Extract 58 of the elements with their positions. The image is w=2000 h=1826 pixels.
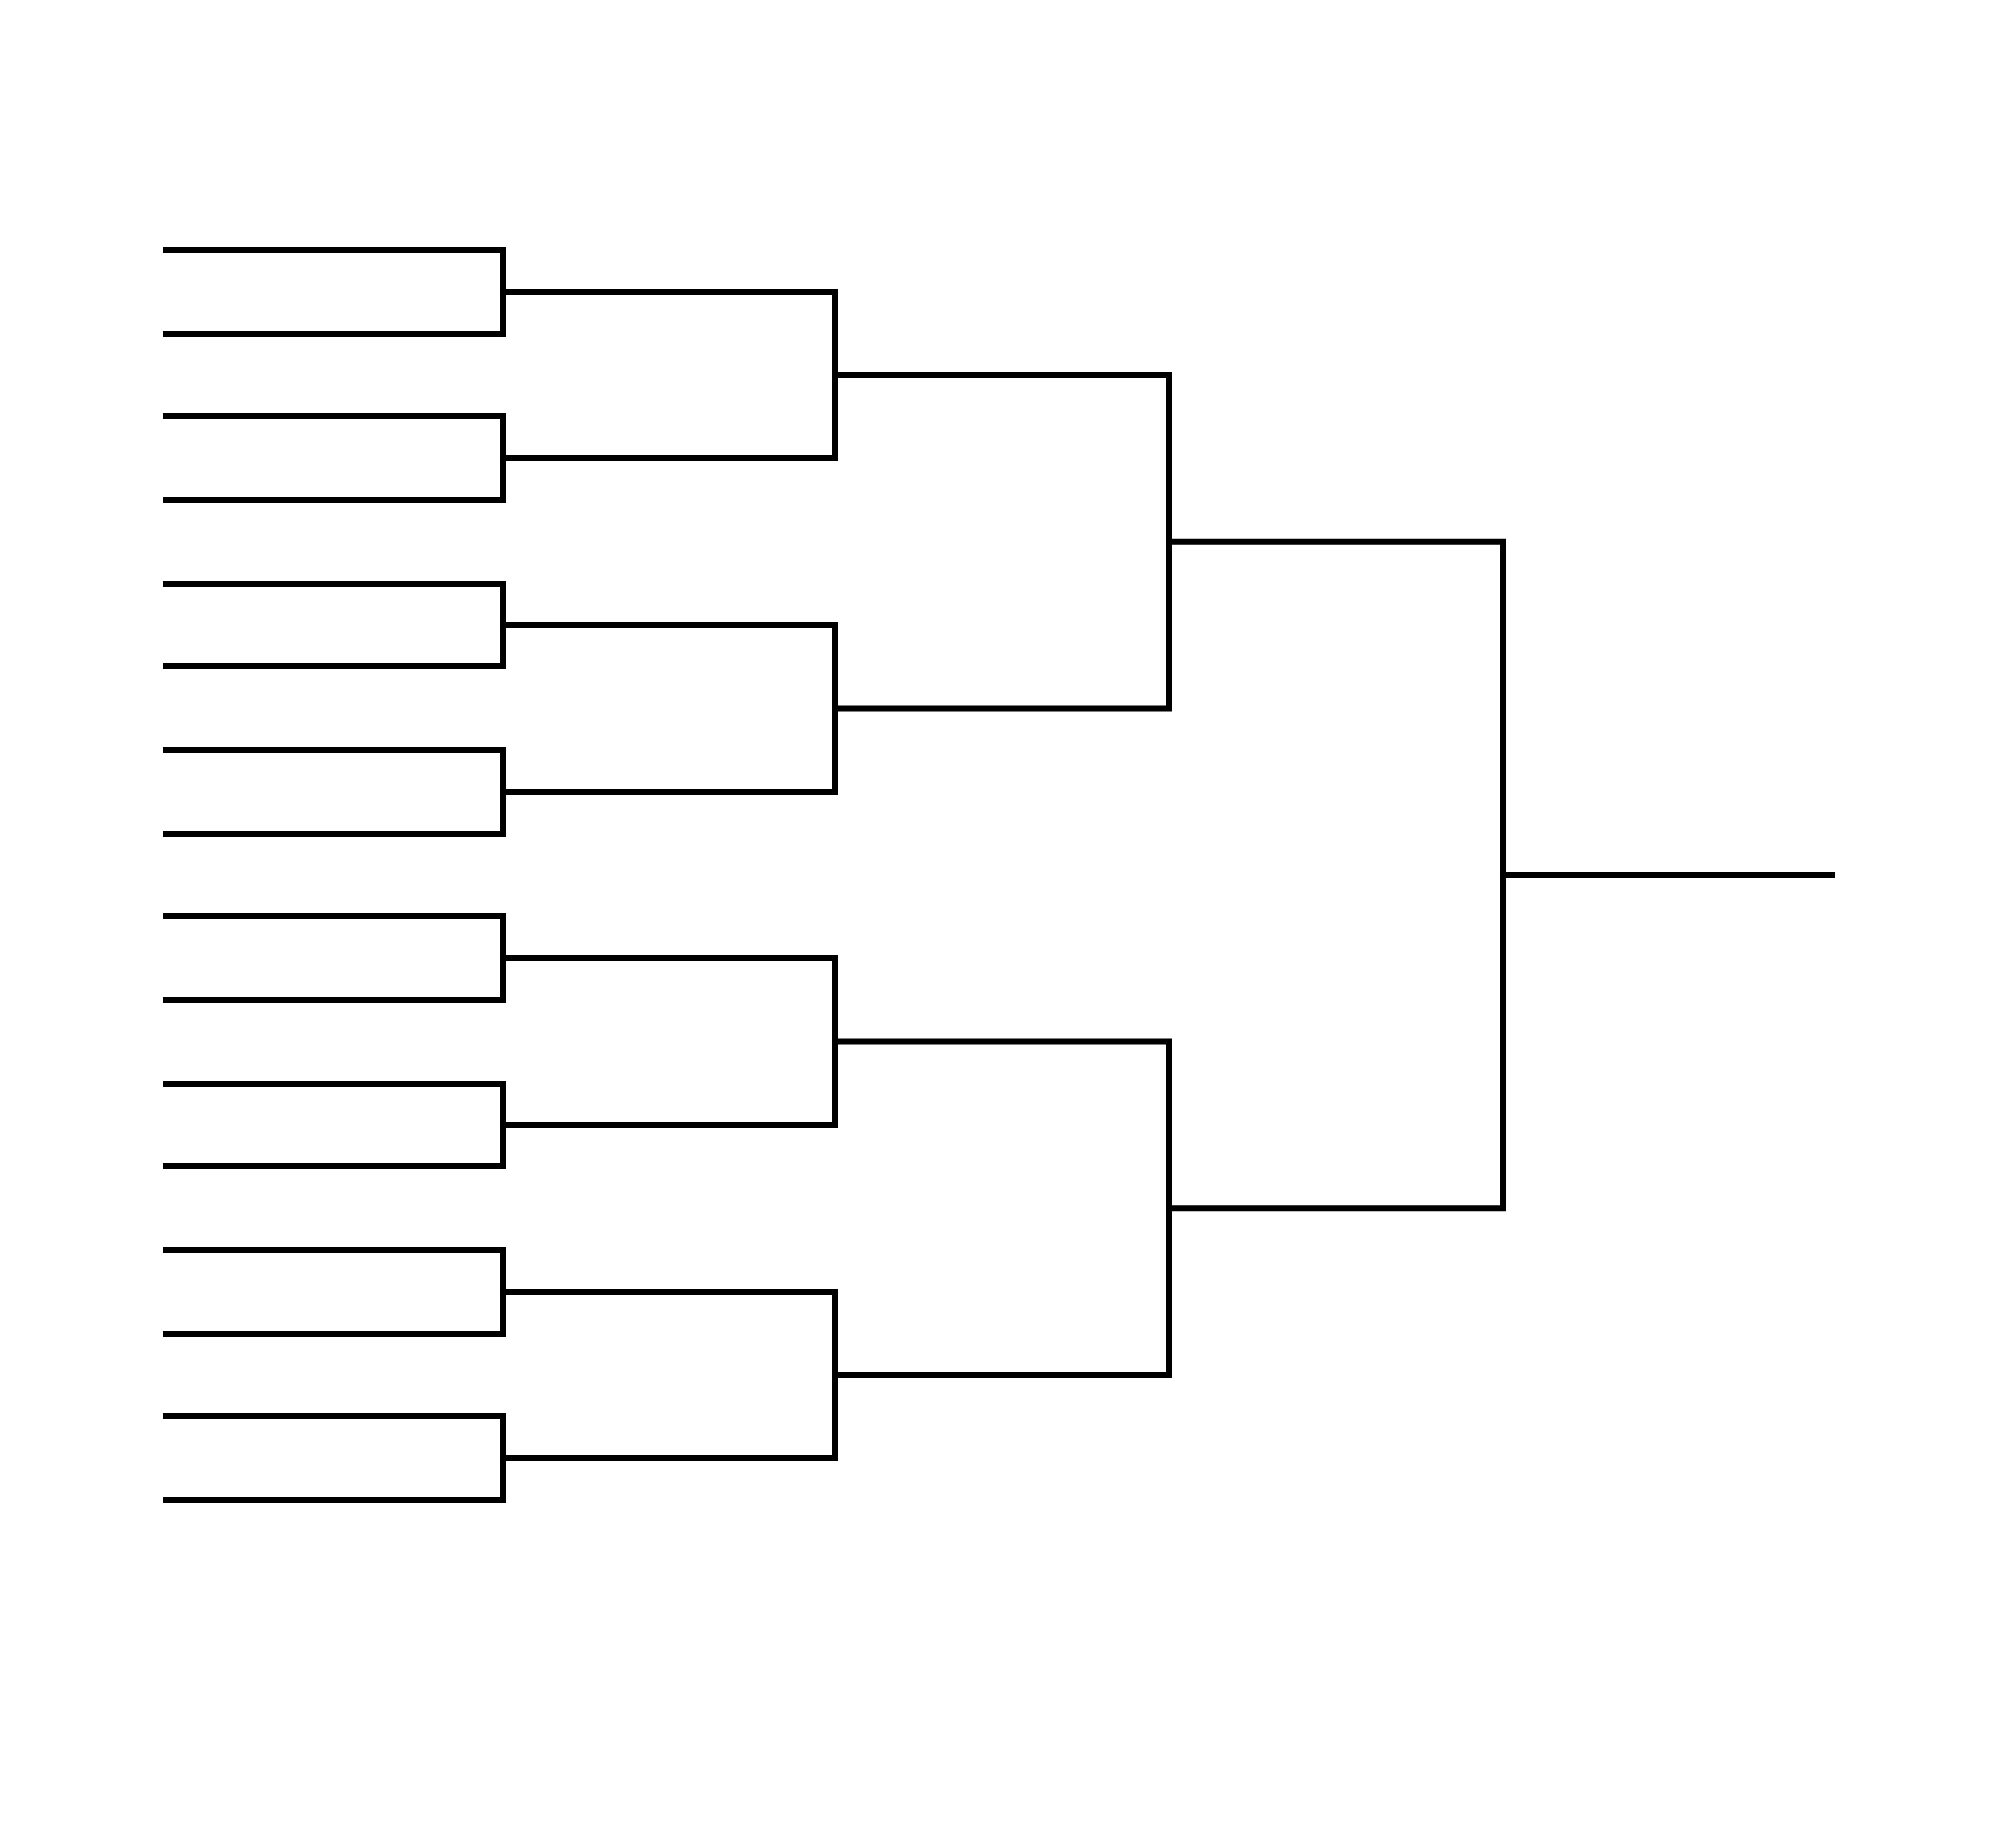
fill-in-line (832, 705, 1166, 712)
fill-in-line (500, 1122, 832, 1128)
fill-in-line (500, 622, 832, 628)
fill-in-line (832, 1372, 1166, 1378)
fill-in-line (1166, 1205, 1501, 1212)
bracket-connector (500, 1247, 506, 1295)
bracket-connector (832, 1372, 838, 1461)
bracket-connector (500, 455, 506, 503)
fill-in-line (163, 1081, 500, 1087)
fill-in-line (163, 331, 500, 337)
bracket-connector (500, 289, 506, 337)
fill-in-line (163, 1497, 500, 1503)
fill-in-line (163, 1331, 500, 1337)
fill-in-line (1166, 538, 1501, 545)
bracket-connector (499, 1081, 506, 1128)
bracket-connector (832, 1038, 838, 1128)
fill-in-line (1500, 872, 1836, 878)
bracket-connector (499, 581, 506, 628)
bracket-connector (499, 622, 506, 669)
bracket-connector (832, 289, 838, 378)
fill-in-line (500, 789, 832, 795)
fill-in-line (500, 455, 832, 461)
fill-in-line (163, 247, 500, 253)
bracket-connector (500, 789, 506, 837)
bracket-connector (500, 913, 506, 961)
bracket-connector (1166, 372, 1172, 545)
bracket-connector (500, 413, 506, 461)
fill-in-line (163, 581, 500, 587)
fill-in-line (163, 831, 500, 837)
fill-in-line (163, 1413, 500, 1419)
fill-in-line (832, 1038, 1166, 1045)
fill-in-line (163, 413, 500, 419)
bracket-connector (500, 1289, 506, 1337)
fill-in-line (500, 289, 832, 295)
fill-in-line (832, 372, 1166, 378)
fill-in-line (163, 747, 500, 753)
bracket-connector (832, 1289, 838, 1378)
bracket-connector (499, 1122, 506, 1169)
bracket-connector (500, 955, 506, 1003)
bracket-connector (1499, 538, 1506, 878)
fill-in-line (500, 955, 832, 961)
fill-in-line (163, 1163, 500, 1169)
fill-in-line (163, 663, 500, 669)
bracket-connector (500, 747, 506, 795)
bracket-connector (832, 705, 838, 795)
fill-in-line (163, 913, 500, 919)
bracket-connector (832, 372, 838, 461)
fill-in-line (500, 1455, 832, 1461)
bracket-connector (500, 1413, 506, 1461)
bracket-connector (1499, 872, 1506, 1212)
bracket-connector (1166, 1205, 1172, 1378)
fill-in-line (500, 1289, 832, 1295)
bracket-connector (500, 247, 506, 295)
bracket-connector (500, 1455, 506, 1503)
bracket-connector (1166, 538, 1172, 712)
fill-in-line (163, 497, 500, 503)
fill-in-line (163, 997, 500, 1003)
fill-in-line (163, 1247, 500, 1253)
